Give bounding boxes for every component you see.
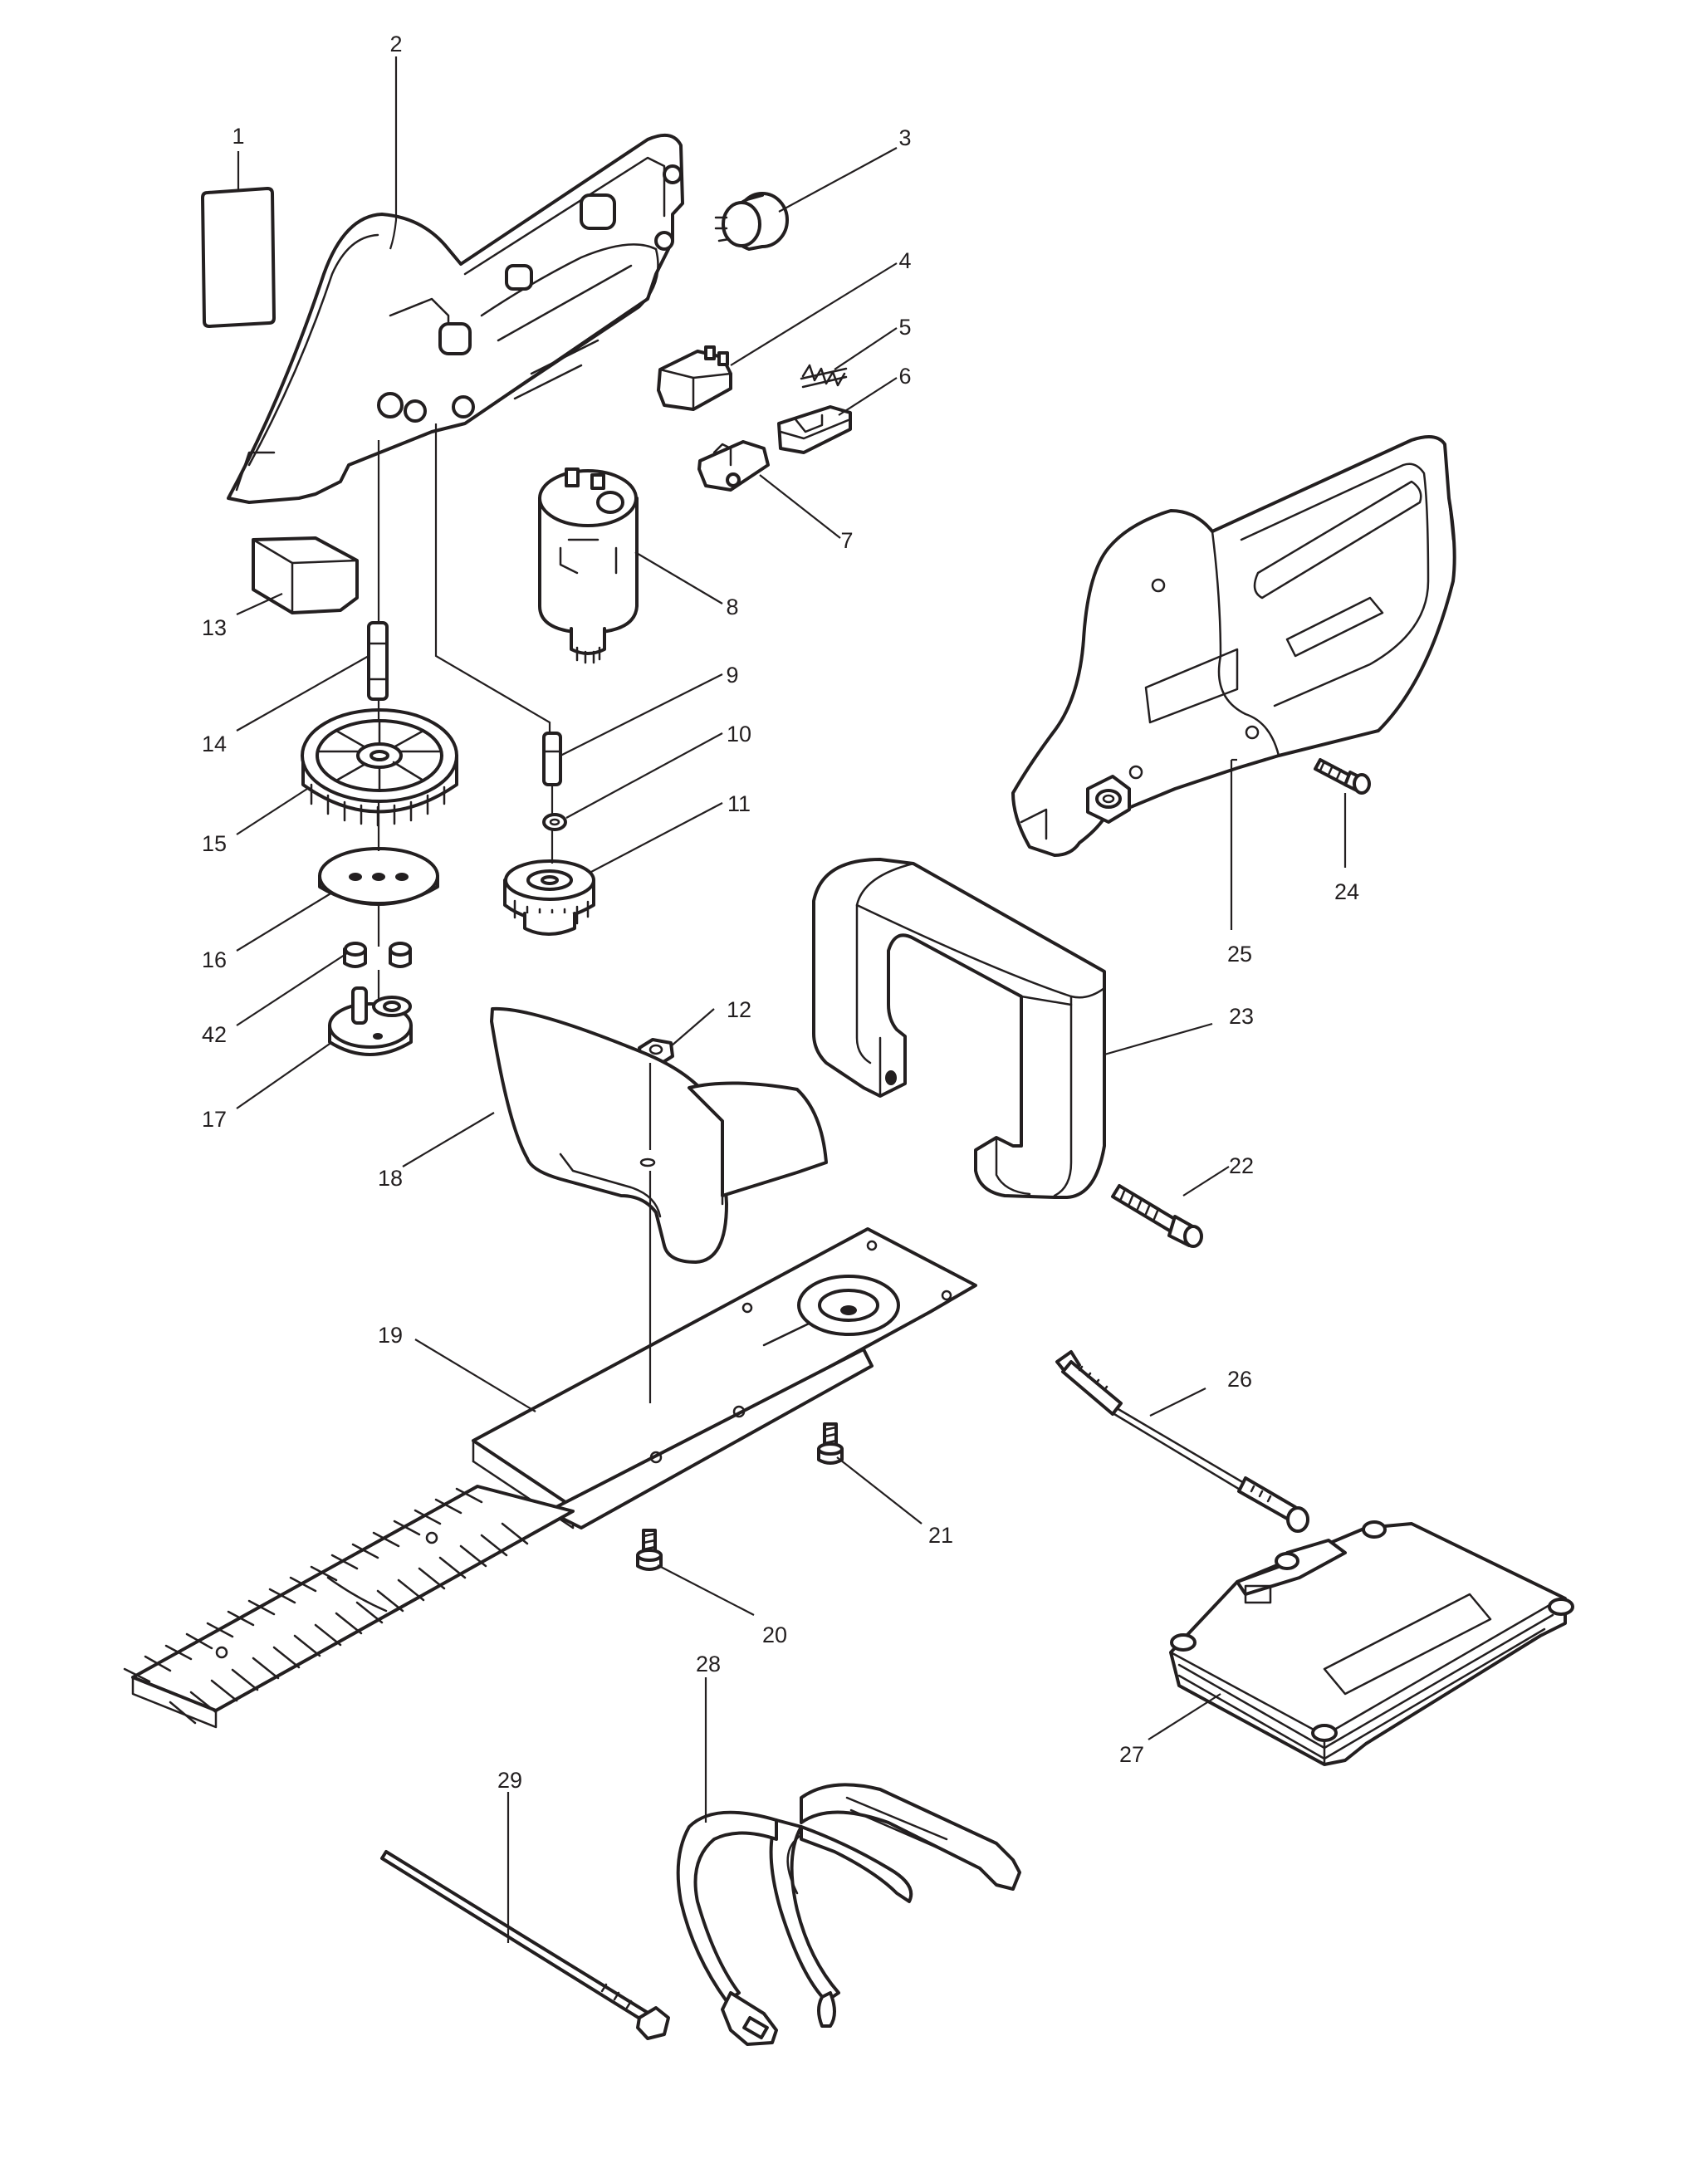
callout-13: 13 <box>202 615 227 640</box>
callout-26: 26 <box>1227 1367 1252 1392</box>
part-17-eccentric <box>328 986 413 1056</box>
callout-42: 42 <box>202 1022 227 1047</box>
part-9-pin <box>542 732 562 786</box>
callout-labels: 1 2 3 4 5 6 7 8 9 10 11 12 13 14 15 16 4… <box>202 32 1359 1793</box>
part-26-cord <box>1055 1350 1309 1533</box>
part-19-blade-assembly <box>123 1227 977 1729</box>
callout-18: 18 <box>378 1166 403 1191</box>
part-13-foam-pad <box>252 536 359 614</box>
callout-24: 24 <box>1334 879 1359 904</box>
part-29-cable-tie <box>380 1850 670 2040</box>
leader-lines <box>236 56 1347 1943</box>
callout-12: 12 <box>727 997 751 1022</box>
callout-16: 16 <box>202 947 227 972</box>
callout-9: 9 <box>726 663 738 688</box>
callout-8: 8 <box>726 595 738 619</box>
callout-15: 15 <box>202 831 227 856</box>
callout-22: 22 <box>1229 1153 1254 1178</box>
part-3-connector <box>714 192 789 251</box>
callout-2: 2 <box>389 32 402 56</box>
callout-27: 27 <box>1119 1742 1144 1767</box>
part-8-motor <box>538 467 639 664</box>
callout-6: 6 <box>898 364 911 389</box>
callout-29: 29 <box>497 1768 522 1793</box>
part-10-washer <box>542 813 567 831</box>
part-27-battery-pack <box>1169 1520 1574 1766</box>
part-22-screw <box>1111 1184 1203 1248</box>
part-42-screws <box>343 942 412 968</box>
part-5-spring <box>800 364 848 389</box>
callout-17: 17 <box>202 1107 227 1132</box>
part-2-housing <box>227 133 684 504</box>
part-6-lever <box>777 405 852 454</box>
callout-1: 1 <box>232 124 244 149</box>
callout-28: 28 <box>696 1652 721 1676</box>
callout-10: 10 <box>727 722 751 746</box>
callout-14: 14 <box>202 732 227 756</box>
part-4-switch <box>657 345 732 411</box>
part-1-label-plate <box>201 187 276 328</box>
part-11-gear <box>503 859 595 936</box>
callout-11: 11 <box>727 791 751 816</box>
callout-21: 21 <box>928 1523 953 1548</box>
part-7-lock-button <box>697 440 770 492</box>
callout-23: 23 <box>1229 1004 1254 1029</box>
part-16-plate <box>318 847 439 906</box>
callout-3: 3 <box>898 125 911 150</box>
callout-25: 25 <box>1227 942 1252 967</box>
part-24-screw <box>1314 758 1371 795</box>
callout-4: 4 <box>898 248 911 273</box>
part-21-bolt <box>817 1422 844 1465</box>
part-18-blade-guard <box>490 1006 828 1264</box>
callout-20: 20 <box>762 1622 787 1647</box>
part-20-bolt <box>636 1529 663 1571</box>
callout-5: 5 <box>898 315 911 340</box>
callout-7: 7 <box>840 528 853 553</box>
part-28-strap-frame <box>676 1783 1021 2046</box>
part-25-housing-cover <box>1011 435 1456 857</box>
part-14-pin <box>367 621 389 701</box>
part-23-front-handle <box>812 858 1107 1199</box>
callout-19: 19 <box>378 1323 403 1348</box>
